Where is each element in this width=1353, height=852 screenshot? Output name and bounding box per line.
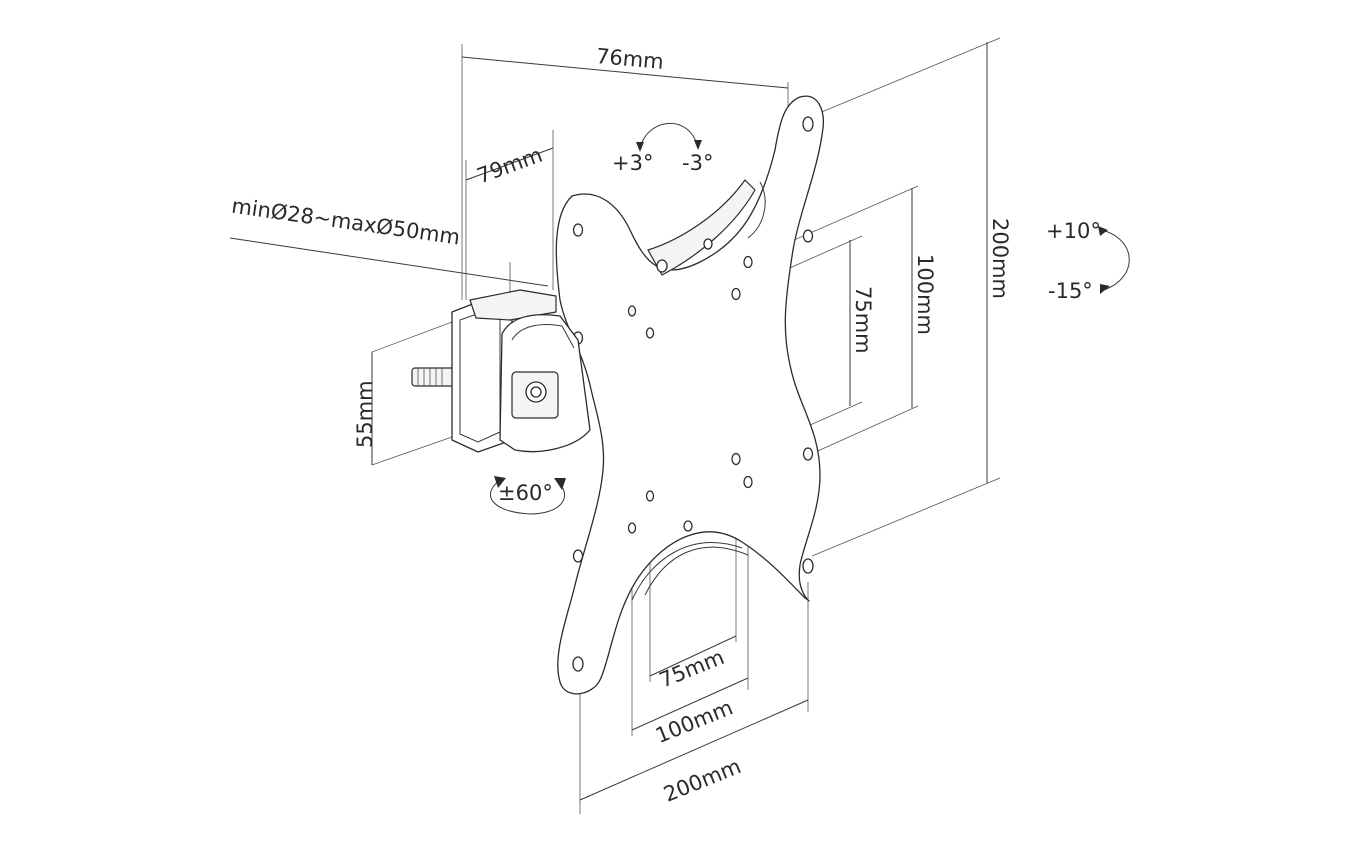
label-200mm-horizontal: 200mm	[660, 754, 744, 807]
label-75mm-horizontal: 75mm	[656, 645, 728, 693]
label-pole-range: minØ28~maxØ50mm	[230, 194, 461, 250]
label-tilt-minus: -15°	[1048, 279, 1093, 303]
rotation-arrows	[489, 122, 1130, 515]
label-100mm-horizontal: 100mm	[652, 695, 736, 748]
pole-clamp	[411, 289, 591, 453]
label-75mm-vertical: 75mm	[851, 286, 875, 354]
label-tilt-plus: +10°	[1046, 219, 1101, 243]
vesa-plate	[555, 95, 824, 695]
mounting-holes	[572, 116, 814, 672]
label-swivel: ±60°	[498, 481, 553, 505]
label-76mm: 76mm	[595, 44, 664, 74]
label-rotate-plus: +3°	[612, 151, 653, 175]
label-55mm: 55mm	[353, 380, 377, 448]
label-100mm-vertical: 100mm	[913, 254, 937, 335]
label-200mm-vertical: 200mm	[988, 218, 1012, 299]
label-rotate-minus: -3°	[682, 151, 713, 175]
label-79mm: 79mm	[474, 143, 546, 189]
dimension-lines	[229, 37, 1001, 814]
